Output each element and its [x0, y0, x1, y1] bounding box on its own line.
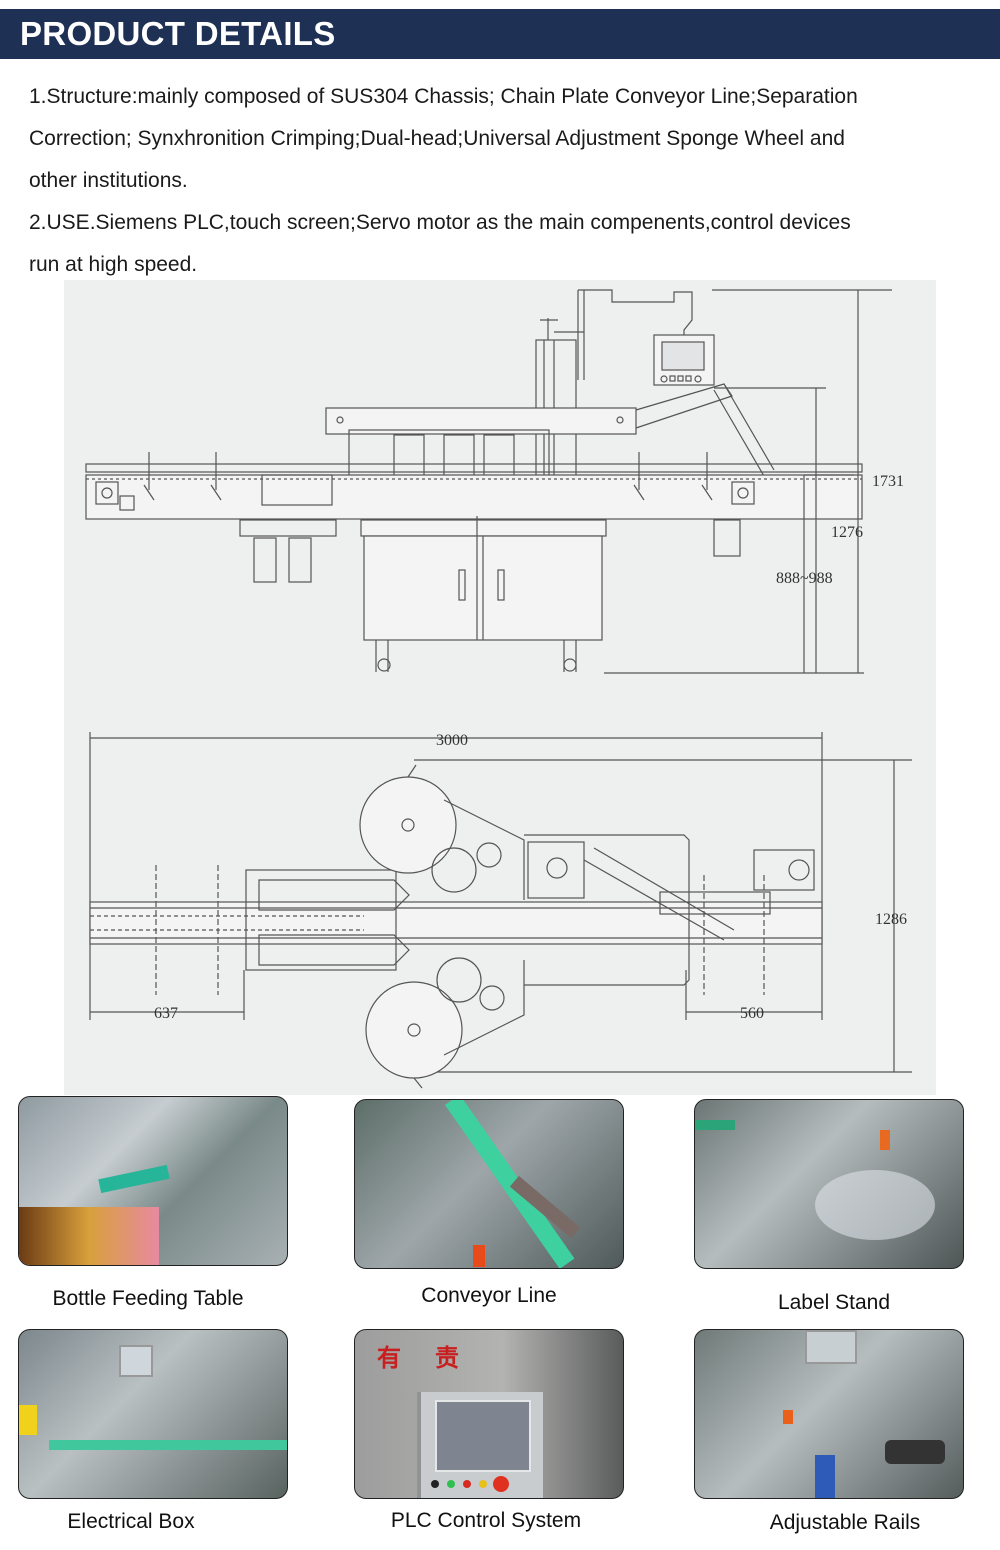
label-stand-photo [694, 1099, 964, 1269]
machine-schematic-icon: 1731 1276 888~988 3000 1286 637 560 [85, 289, 912, 1089]
header-banner: PRODUCT DETAILS [0, 9, 1000, 59]
dim-conveyor-height: 888~988 [776, 570, 833, 587]
gallery-caption: PLC Control System [390, 1509, 582, 1532]
dim-outfeed-length: 560 [740, 1005, 764, 1022]
description-line: Correction; Synxhronition Crimping;Dual-… [29, 127, 845, 150]
gallery-caption: Label Stand [777, 1291, 891, 1314]
signage-char: 有 [377, 1345, 401, 1372]
dim-total-height: 1731 [872, 473, 904, 490]
page-title: PRODUCT DETAILS [20, 15, 336, 52]
dim-width: 1286 [875, 911, 907, 928]
adjustable-rails-photo [694, 1329, 964, 1499]
conveyor-line-photo [354, 1099, 624, 1269]
technical-drawing: 1731 1276 888~988 3000 1286 637 560 [64, 280, 936, 1095]
description-line: other institutions. [29, 169, 188, 192]
description-line: 1.Structure:mainly composed of SUS304 Ch… [29, 85, 858, 108]
plc-control-system-photo: 有 责 [354, 1329, 624, 1499]
description-line: run at high speed. [29, 253, 198, 276]
product-description: 1.Structure:mainly composed of SUS304 Ch… [29, 76, 989, 286]
bottle-feeding-table-photo [18, 1096, 288, 1266]
description-line: 2.USE.Siemens PLC,touch screen;Servo mot… [29, 211, 851, 234]
gallery-caption: Adjustable Rails [769, 1511, 921, 1534]
dim-infeed-length: 637 [154, 1005, 178, 1022]
gallery-caption: Bottle Feeding Table [52, 1287, 244, 1310]
gallery-caption: Electrical Box [67, 1510, 195, 1533]
gallery-caption: Conveyor Line [421, 1284, 557, 1307]
dim-total-length: 3000 [436, 732, 468, 749]
dim-panel-height: 1276 [831, 524, 863, 541]
electrical-box-photo [18, 1329, 288, 1499]
signage-char: 责 [435, 1345, 459, 1372]
